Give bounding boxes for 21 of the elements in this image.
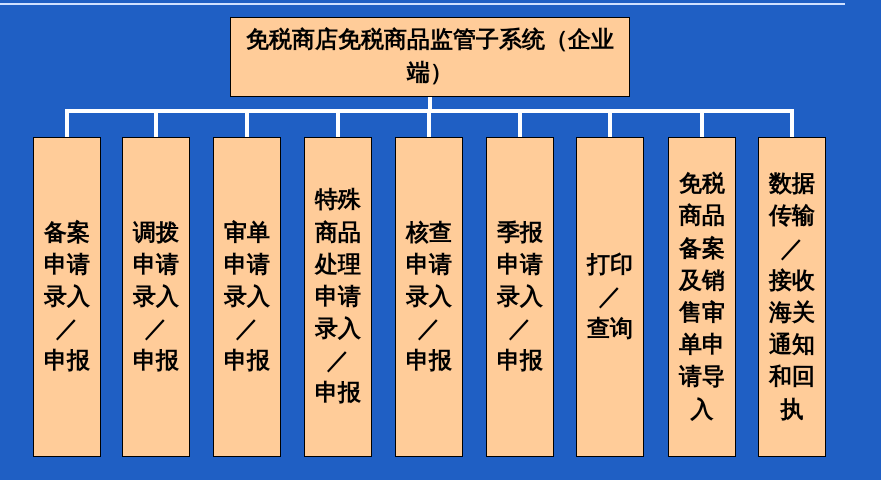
module-box <box>33 137 101 457</box>
node-label: 打印／查询 <box>587 250 633 344</box>
node-label: 审单申请录入／申报 <box>224 218 270 376</box>
root-box <box>230 17 630 97</box>
module-box <box>395 137 463 457</box>
node-label: 调拨申请录入／申报 <box>133 218 179 376</box>
node-label: 特殊商品处理申请录入／申报 <box>315 186 361 408</box>
node-label: 季报申请录入／申报 <box>497 218 543 376</box>
module-box <box>122 137 190 457</box>
module-box <box>576 137 644 457</box>
node-label: 备案申请录入／申报 <box>44 218 90 376</box>
node-label: 数据传输／接收海关通知和回执 <box>769 170 815 425</box>
module-box <box>758 137 826 457</box>
node-label: 免税商品备案及销售审单申请导入 <box>679 170 725 425</box>
title-label: 免税商店免税商品监管子系统（企业端） <box>245 26 615 88</box>
module-box <box>486 137 554 457</box>
node-label: 核查申请录入／申报 <box>406 218 452 376</box>
module-box <box>304 137 372 457</box>
module-box <box>213 137 281 457</box>
module-box <box>668 137 736 457</box>
connector-line <box>428 97 794 137</box>
